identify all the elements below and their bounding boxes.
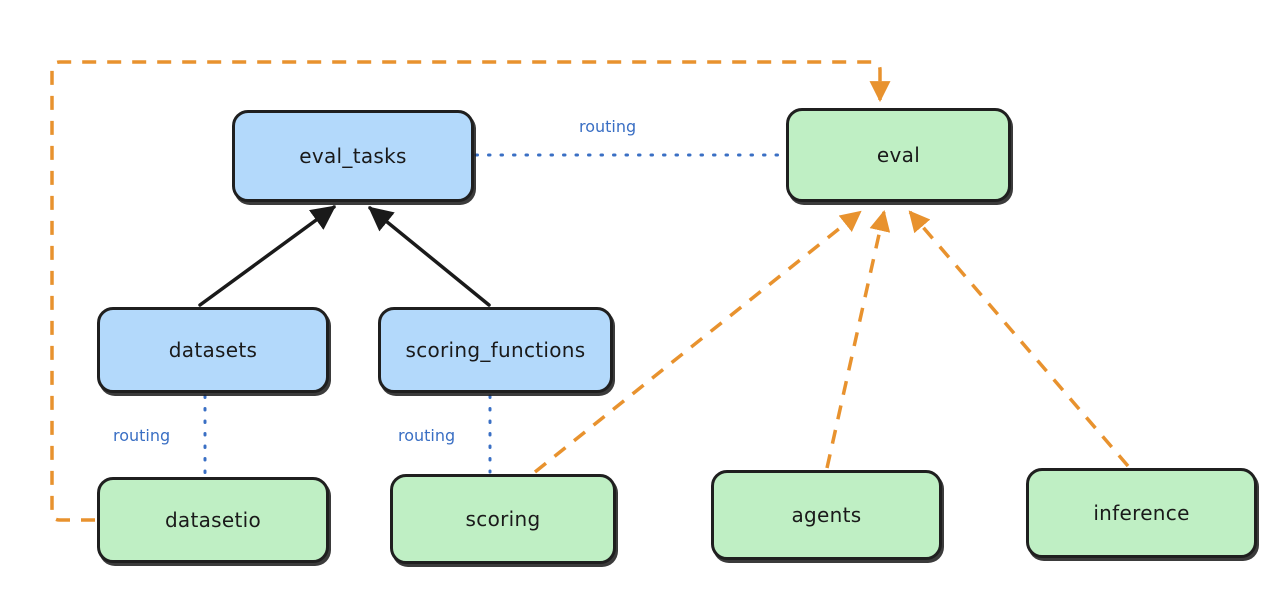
node-scoring[interactable]: scoring — [390, 474, 616, 564]
edge-label-routing-scoring-functions: routing — [398, 426, 456, 445]
node-label-eval_tasks: eval_tasks — [299, 144, 407, 168]
edge-agents-to-eval — [825, 209, 891, 469]
edge-inference-to-eval — [908, 210, 1130, 468]
node-label-agents: agents — [791, 503, 862, 527]
edge-label-routing-eval-tasks: routing — [579, 117, 637, 136]
edge-scoring_functions-to-eval_tasks — [368, 206, 491, 307]
node-inference[interactable]: inference — [1026, 468, 1257, 558]
node-datasetio[interactable]: datasetio — [97, 477, 329, 563]
edge-datasets-to-eval_tasks — [198, 205, 336, 307]
edge-scoring-to-eval — [533, 210, 862, 474]
node-label-eval: eval — [876, 143, 921, 167]
node-label-scoring_functions: scoring_functions — [405, 338, 586, 362]
node-agents[interactable]: agents — [711, 470, 942, 560]
node-label-datasets: datasets — [168, 338, 258, 362]
edge-label-routing-datasets: routing — [113, 426, 171, 445]
node-label-scoring: scoring — [465, 507, 541, 531]
node-scoring_functions[interactable]: scoring_functions — [378, 307, 613, 393]
node-label-inference: inference — [1093, 501, 1190, 525]
node-eval[interactable]: eval — [786, 108, 1011, 202]
node-label-datasetio: datasetio — [164, 508, 262, 532]
node-eval_tasks[interactable]: eval_tasks — [232, 110, 474, 202]
node-datasets[interactable]: datasets — [97, 307, 329, 393]
